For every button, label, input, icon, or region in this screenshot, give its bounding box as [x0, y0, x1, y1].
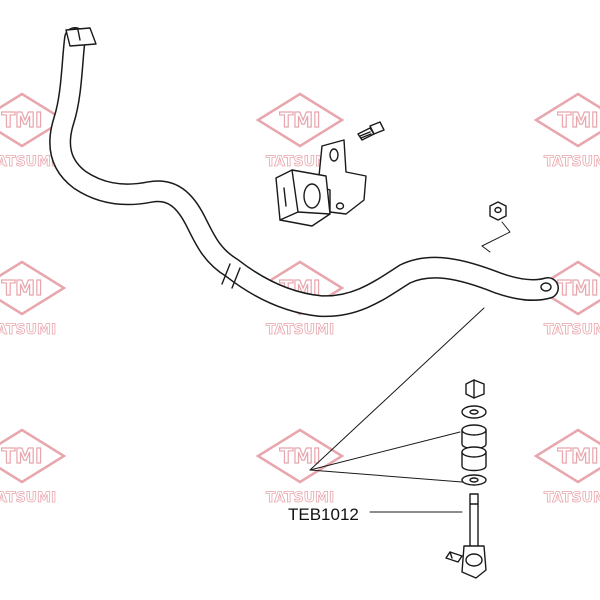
- svg-text:TATSUMI: TATSUMI: [266, 490, 334, 506]
- tatsumi-logo-watermark: TMI TATSUMI: [0, 92, 67, 170]
- svg-text:TMI: TMI: [558, 276, 599, 300]
- tatsumi-logo-watermark: TMI TATSUMI: [255, 92, 345, 170]
- leader-lines: [309, 221, 511, 513]
- mounting-nut: [489, 201, 507, 221]
- svg-text:TMI: TMI: [280, 108, 321, 132]
- svg-text:TMI: TMI: [2, 108, 43, 132]
- svg-text:TMI: TMI: [558, 444, 599, 468]
- part-number-label: TEB1012: [288, 505, 359, 524]
- mounting-bolt: [357, 121, 385, 141]
- tatsumi-logo-watermark: TMI TATSUMI: [533, 92, 600, 170]
- tatsumi-logo-watermark: TMI TATSUMI: [0, 260, 67, 338]
- svg-text:TATSUMI: TATSUMI: [0, 322, 56, 338]
- svg-text:TATSUMI: TATSUMI: [544, 322, 600, 338]
- svg-text:TATSUMI: TATSUMI: [544, 154, 600, 170]
- tatsumi-logo-watermark: TMI TATSUMI: [255, 428, 345, 506]
- svg-text:TATSUMI: TATSUMI: [0, 490, 56, 506]
- tatsumi-logo-watermark: TMI TATSUMI: [0, 428, 67, 506]
- svg-text:TATSUMI: TATSUMI: [266, 322, 334, 338]
- stabilizer-bushing-bracket: [275, 139, 367, 227]
- svg-text:TATSUMI: TATSUMI: [544, 490, 600, 506]
- tatsumi-logo-watermark: TMI TATSUMI: [533, 428, 600, 506]
- svg-text:TMI: TMI: [2, 276, 43, 300]
- svg-text:TMI: TMI: [558, 108, 599, 132]
- svg-text:TMI: TMI: [2, 444, 43, 468]
- stabilizer-link-assembly: [445, 379, 487, 579]
- stabilizer-bar: [49, 27, 559, 318]
- svg-text:TATSUMI: TATSUMI: [266, 154, 334, 170]
- tatsumi-logo-watermark: TMI TATSUMI: [533, 260, 600, 338]
- svg-text:TMI: TMI: [280, 444, 321, 468]
- svg-text:TATSUMI: TATSUMI: [0, 154, 56, 170]
